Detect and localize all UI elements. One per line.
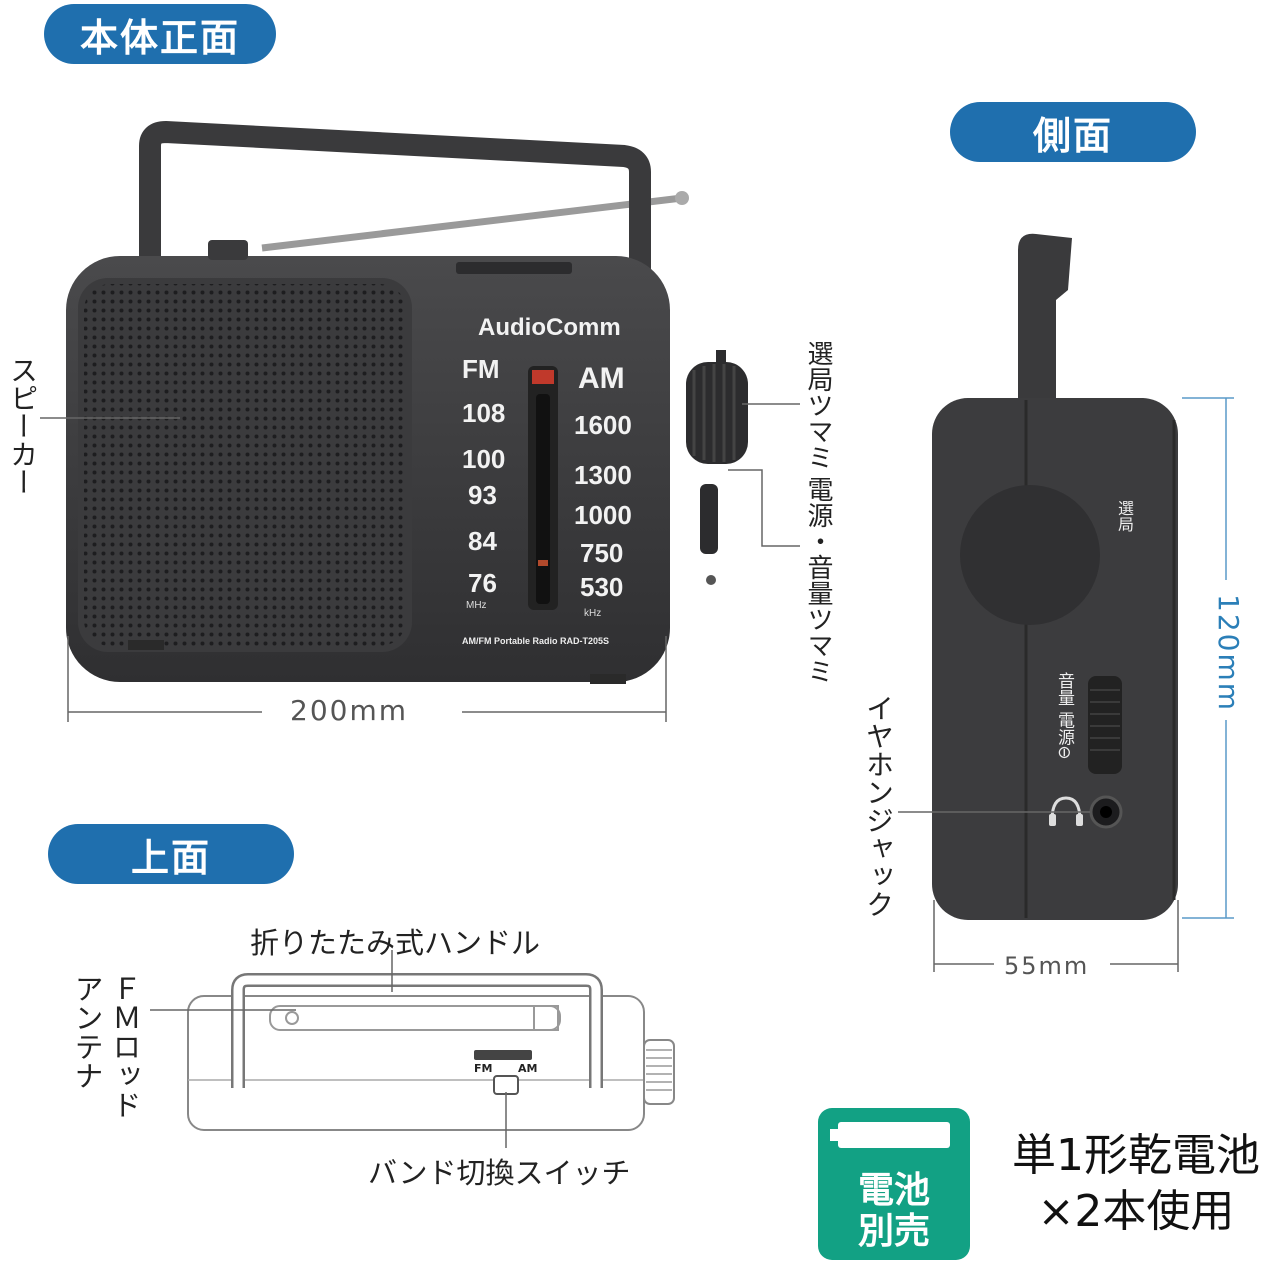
fm-scale-93: 93 [468, 480, 497, 510]
speaker-callout: スピーカー [6, 356, 39, 496]
fm-antenna-callout-line2: アンテナ [70, 974, 104, 1090]
rod-antenna [261, 194, 683, 252]
fm-band-label: FM [462, 354, 500, 384]
front-view-header: 本体正面 [44, 4, 276, 64]
fm-unit: MHz [466, 600, 487, 611]
power-volume-knob-callout: 電源・音量ツマミ [803, 476, 833, 684]
fm-antenna-callout-line1: ＦＭロッド [108, 974, 142, 1119]
tuning-knob-callout: 選局ツマミ [803, 340, 833, 470]
battery-text-line2: ×2本使用 [1037, 1186, 1235, 1238]
top-view-header: 上面 [48, 824, 294, 884]
power-indicator [532, 370, 554, 384]
battery-badge-line2: 別売 [857, 1210, 930, 1252]
side-handle [1018, 233, 1072, 400]
top-antenna [269, 1005, 561, 1031]
volume-wheel [700, 484, 718, 554]
width-dimension: 200mm [290, 694, 408, 727]
battery-icon [830, 1122, 950, 1148]
am-scale-1000: 1000 [574, 500, 632, 530]
side-switch-label: 音量 電源⊖ [1054, 672, 1074, 760]
battery-requirement: 単1形乾電池 ×2本使用 [996, 1128, 1276, 1241]
height-dimension: 120mm [1212, 594, 1245, 712]
side-view-header: 側面 [950, 102, 1196, 162]
battery-text-line1: 単1形乾電池 [1012, 1130, 1260, 1181]
tuning-indicator [538, 560, 548, 566]
brand-logo: AudioComm [478, 314, 621, 341]
fm-scale-108: 108 [462, 398, 506, 428]
am-scale-1600: 1600 [574, 410, 632, 440]
switch-am-label: AM [518, 1062, 538, 1075]
am-scale-530: 530 [580, 572, 624, 602]
am-unit: kHz [584, 608, 602, 619]
fm-scale-76: 76 [468, 568, 497, 598]
am-band-label: AM [578, 362, 625, 395]
fm-scale-100: 100 [462, 444, 506, 474]
side-knob-label: 選局 [1115, 500, 1134, 532]
headphone-icon [1050, 796, 1082, 821]
carry-handle [139, 120, 651, 280]
fm-scale-84: 84 [468, 526, 497, 556]
battery-sold-separately-badge: 電池 別売 [818, 1108, 970, 1260]
folding-handle-callout: 折りたたみ式ハンドル [250, 926, 541, 960]
model-label: AM/FM Portable Radio RAD-T205S [462, 636, 610, 646]
depth-dimension: 55mm [1004, 952, 1090, 980]
am-scale-1300: 1300 [574, 460, 632, 490]
top-body-outline [187, 995, 645, 1131]
band-switch-callout: バンド切換スイッチ [368, 1156, 631, 1190]
am-scale-750: 750 [580, 538, 624, 568]
side-tuning-knob [960, 485, 1100, 625]
battery-badge-line1: 電池 [857, 1170, 930, 1212]
earphone-jack-callout: イヤホンジャック [862, 694, 895, 918]
top-knob [643, 1039, 675, 1105]
switch-fm-label: FM [474, 1062, 493, 1075]
band-switch [493, 1075, 519, 1095]
